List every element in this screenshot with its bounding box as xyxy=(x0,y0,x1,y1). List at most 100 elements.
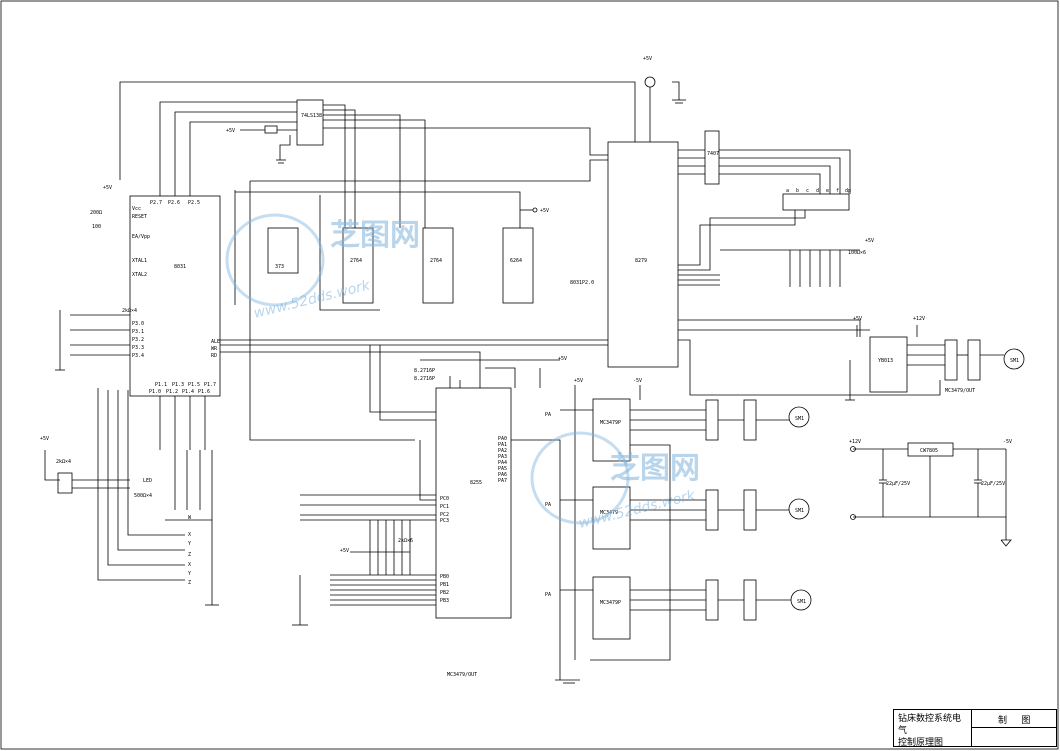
axis-x2: X xyxy=(188,562,191,568)
seven-segment-display xyxy=(782,193,850,211)
yb013-label: YB013 xyxy=(878,358,893,364)
pa-label-b: PA xyxy=(545,502,551,508)
mc3479-c-chip xyxy=(592,576,631,640)
kbd-label: 8031P2.0 xyxy=(570,280,594,286)
title-line1: 钻床数控系统电气 xyxy=(898,714,962,736)
out-b2 xyxy=(743,489,757,531)
cpu-p17: P1.7 xyxy=(204,382,216,388)
axis-w: W xyxy=(188,515,192,521)
vcc-label-r1: +5V xyxy=(853,316,862,322)
seg-d: d xyxy=(816,188,819,194)
pullres2-label: 2kΩ×4 xyxy=(56,459,71,465)
cpu-ale: ALE xyxy=(211,339,220,345)
eprom-2764-b-chip xyxy=(422,227,454,304)
driver-out-top-a xyxy=(944,339,958,381)
ram-label: 6264 xyxy=(510,258,522,264)
pa-label-a: PA xyxy=(545,412,551,418)
cpu-xtal1-pin: XTAL1 xyxy=(132,258,147,264)
mc3479-a-label: MC3479P xyxy=(600,420,621,426)
cpu-p14: P1.4 xyxy=(182,389,194,395)
cpu-vcc-pin: Vcc xyxy=(132,206,141,212)
latch-label: 373 xyxy=(275,264,284,270)
vcc-label-mem: +5V xyxy=(540,208,549,214)
driver-label: 7407 xyxy=(707,151,719,157)
cpu-p34: P3.4 xyxy=(132,353,144,359)
out-b1 xyxy=(705,489,719,531)
stepper-motor-x xyxy=(788,406,810,428)
vcc-label-r2: +12V xyxy=(913,316,925,322)
drafted-label: 制 xyxy=(998,716,1008,726)
seg-e: e xyxy=(826,188,829,194)
latch-373-chip xyxy=(267,227,299,274)
cpu-ea-pin: EA/Vpp xyxy=(132,234,150,240)
cpu-p25: P2.5 xyxy=(188,200,200,206)
motor-z-text: SM1 xyxy=(797,599,806,605)
seg-res-label: 100Ω×6 xyxy=(848,250,866,256)
motor-top-text: SM1 xyxy=(1010,358,1019,364)
vcc-label-dec: +5V xyxy=(226,128,235,134)
cpu-rd: RD xyxy=(211,353,217,359)
pio-label: 8255 xyxy=(470,480,482,486)
watermark-brand-1: 芝图网 xyxy=(330,218,420,253)
cpu-p11: P1.1 xyxy=(155,382,167,388)
driver-ic-label: MC3479/OUT xyxy=(447,672,477,678)
cpu-p16: P1.6 xyxy=(198,389,210,395)
pio-pa7: PA7 xyxy=(498,478,507,484)
c100-label: 100 xyxy=(92,224,101,230)
cpu-p10: P1.0 xyxy=(149,389,161,395)
out-c1 xyxy=(705,579,719,621)
regulator-label: CW7805 xyxy=(920,448,938,454)
vcc-label-left: +5V xyxy=(40,436,49,442)
title-block-name: 钻床数控系统电气 控制原理图 xyxy=(894,710,972,748)
axis-z: Z xyxy=(188,552,191,558)
pio-pa5: PA5 xyxy=(498,466,507,472)
pullres3-label: 2kΩ×6 xyxy=(398,538,413,544)
pa-label-c: PA xyxy=(545,592,551,598)
pio-pc2: PC2 xyxy=(440,512,449,518)
led-label: LED xyxy=(143,478,152,484)
cpu-p27: P2.7 xyxy=(150,200,162,206)
vcc-terminal xyxy=(644,76,656,88)
addr-label1: 8.2716P xyxy=(414,368,435,374)
labels: P2.7 P2.6 P2.5 Vcc RESET EA/Vpp XTAL1 XT… xyxy=(40,56,1019,678)
drafted-row: 制 图 xyxy=(972,710,1056,728)
out-a2 xyxy=(743,399,757,441)
mc3479-c-label: MC3479P xyxy=(600,600,621,606)
vcc-label-cpu: +5V xyxy=(103,185,112,191)
eprom-2764-a-chip xyxy=(342,227,374,304)
pio-pa1: PA1 xyxy=(498,442,507,448)
cpu-p32: P3.2 xyxy=(132,337,144,343)
eprom2-label: 2764 xyxy=(430,258,442,264)
cpu-p26: P2.6 xyxy=(168,200,180,206)
driver-7407-chip xyxy=(704,130,720,185)
led-res-label: 500Ω×4 xyxy=(134,493,152,499)
stepper-out-label: MC3479/OUT xyxy=(945,388,975,394)
cpu-p12: P1.2 xyxy=(166,389,178,395)
seg-c: c xyxy=(806,188,809,194)
vcc-label-mot: +5V xyxy=(574,378,583,384)
cpu-p13: P1.3 xyxy=(172,382,184,388)
vcc-label-top: +5V xyxy=(643,56,652,62)
pio-pc1: PC1 xyxy=(440,504,449,510)
cap1-label: 22μF/25V xyxy=(886,481,910,487)
neg5-label: -5V xyxy=(1003,439,1012,445)
vcc-label-seg: +5V xyxy=(865,238,874,244)
pio-pb0: PB0 xyxy=(440,574,449,580)
cpu-name: 8031 xyxy=(174,264,186,270)
decoder-label: 74LS138 xyxy=(301,113,322,119)
vcc12-label: +12V xyxy=(849,439,861,445)
title-line2: 控制原理图 xyxy=(898,738,944,748)
out-a1 xyxy=(705,399,719,441)
keyctl-label: 8279 xyxy=(635,258,647,264)
mc3479-b-label: MC3479 xyxy=(600,510,618,516)
cpu-p15: P1.5 xyxy=(188,382,200,388)
seg-dp: dp xyxy=(845,188,851,194)
ram-6264-chip xyxy=(502,227,534,304)
cap2-label: 22μF/25V xyxy=(981,481,1005,487)
cpu-wr: WR xyxy=(211,346,218,352)
axis-y2: Y xyxy=(188,571,191,577)
seg-b: b xyxy=(796,188,799,194)
addr-label2: 8.2716P xyxy=(414,376,435,382)
